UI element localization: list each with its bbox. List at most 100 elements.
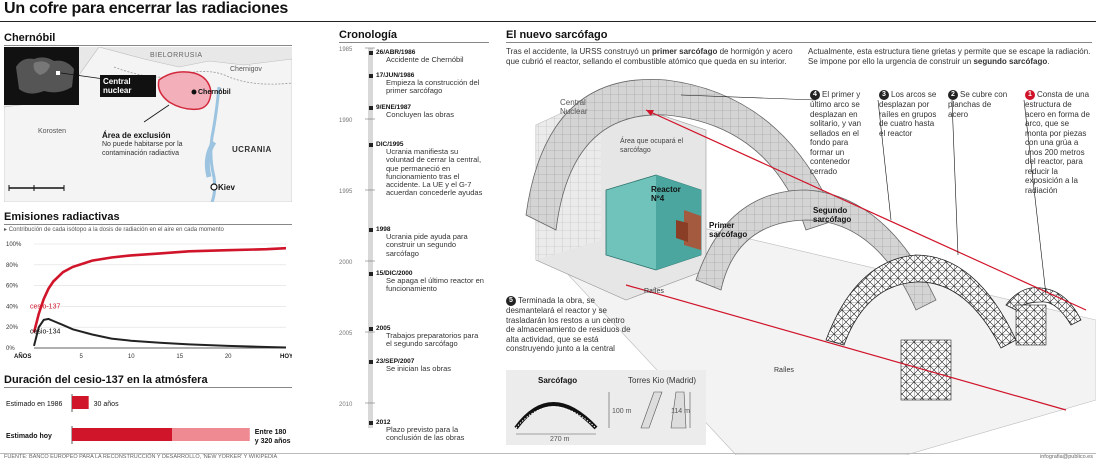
timeline-event-text: Plazo previsto para la conclusión de las… — [386, 425, 465, 443]
bar-category-label: Estimado en 1986 — [6, 401, 63, 408]
bar-value — [72, 428, 172, 441]
timeline-year-label: 2005 — [339, 331, 353, 337]
chernobyl-map — [4, 47, 292, 202]
sarcofago-intro-2: Actualmente, esta estructura tiene griet… — [808, 47, 1093, 66]
step-number-badge: 1 — [1025, 90, 1035, 100]
label-sarc-railes2: Raíles — [774, 367, 794, 374]
series-label-cesio-137: cesio-137 — [30, 303, 60, 310]
compare-width1: 270 m — [550, 436, 570, 443]
map-title: Chernóbil — [4, 32, 56, 44]
series-line-cesio-137 — [32, 246, 287, 333]
sarcofago-intro-1: Tras el accidente, la URSS construyó un … — [506, 47, 796, 66]
intro1-a: Tras el accidente, la URSS construyó un — [506, 47, 652, 56]
timeline-event-text: Se inician las obras — [386, 364, 452, 373]
compare-drawing — [514, 391, 691, 435]
label-sarc-area: Área que ocupará el sarcófago — [620, 138, 684, 154]
compare-sarcofago-label: Sarcófago — [538, 376, 578, 385]
exclusion-zone — [157, 71, 212, 111]
footer-rule — [0, 453, 1096, 454]
central-nuclear-text: Central nuclear — [103, 77, 132, 95]
step-text: Los arcos se desplazan por raíles en gru… — [879, 90, 937, 138]
timeline-dot — [369, 228, 373, 232]
step-number-badge: 3 — [879, 90, 889, 100]
y-tick-label: 80% — [6, 263, 19, 269]
cronologia-axis: 1985 1990 1995 2000 2005 2010 — [339, 47, 375, 428]
timeline-event-date: 2005 — [376, 325, 391, 332]
sarcofago-rule — [506, 42, 1092, 43]
timeline-dot — [369, 143, 373, 147]
label-sarc-central: Central Nuclear — [560, 98, 588, 116]
step-text: Se cubre con planchas de acero — [948, 90, 1008, 119]
timeline-year-label: 1985 — [339, 47, 353, 53]
duracion-rule — [4, 387, 292, 388]
timeline-event-date: 23/SEP/2007 — [376, 358, 415, 365]
label-ucrania: UCRANIA — [232, 145, 272, 154]
series-label-cesio-134: cesio-134 — [30, 328, 60, 335]
compare-torres-label: Torres Kio (Madrid) — [628, 376, 697, 385]
timeline-event-date: 1998 — [376, 226, 391, 233]
label-chernigov: Chernigov — [230, 66, 262, 73]
timeline-year-label: 2010 — [339, 402, 353, 408]
label-bielorrusia: BIELORRUSIA — [150, 52, 203, 59]
x-start-label: AÑOS — [14, 353, 31, 360]
bar-data-label: 30 años — [94, 401, 119, 408]
label-exclusion-desc: No puede habitarse por la contaminación … — [102, 141, 183, 157]
timeline-year-label: 1990 — [339, 118, 353, 124]
bar-value — [72, 396, 89, 409]
step-text: Consta de una estructura de acero en for… — [1025, 90, 1090, 195]
footer-credit: infografia@publico.es — [1040, 454, 1093, 460]
bar-data-label: Entre 180 — [255, 429, 287, 436]
label-korosten: Korosten — [38, 128, 67, 135]
timeline-event-date: 9/ENE/1987 — [376, 104, 412, 111]
y-tick-label: 100% — [6, 242, 22, 248]
series-line-cesio-134 — [33, 317, 287, 349]
compare-height1: 100 m — [612, 408, 632, 415]
title-rule — [0, 21, 1096, 22]
timeline-year-label: 1995 — [339, 189, 353, 195]
y-tick-label: 0% — [6, 346, 15, 352]
timeline-event-text: Trabajos preparatorios para el segundo s… — [386, 331, 479, 349]
step-text: El primer y último arco se desplazan en … — [810, 90, 862, 176]
intro1-c: de hormigón y acero que cubrió el reacto… — [506, 47, 793, 66]
timeline-dot — [369, 360, 373, 364]
timeline-dot — [369, 51, 373, 55]
step-text: Terminada la obra, se desmantelará el re… — [506, 296, 631, 353]
y-tick-label: 60% — [6, 284, 19, 290]
y-tick-label: 40% — [6, 304, 19, 310]
emisiones-title: Emisiones radiactivas — [4, 211, 120, 223]
x-tick-label: 5 — [79, 354, 83, 360]
label-exclusion-title: Área de exclusión — [102, 131, 171, 140]
timeline-event-text: Ucrania pide ayuda para construir un seg… — [386, 232, 468, 258]
cronologia-title: Cronología — [339, 29, 398, 41]
timeline-event-date: 26/ABR/1986 — [376, 49, 416, 56]
timeline-bar — [368, 48, 373, 428]
timeline-dot — [369, 421, 373, 425]
timeline-dot — [369, 327, 373, 331]
x-tick-label: 20 — [225, 354, 232, 360]
label-kiev: Kiev — [218, 183, 235, 192]
timeline-event-text: Empieza la construcción del primer sarcó… — [386, 78, 480, 96]
bar-category-label: Estimado hoy — [6, 433, 52, 440]
label-sarc-reactor: Reactor Nº4 — [651, 185, 681, 203]
emisiones-subtitle-text: Contribución de cada isótopo a la dosis … — [8, 227, 224, 233]
timeline-event-date: 2012 — [376, 419, 391, 426]
timeline-event-date: DIC/1995 — [376, 141, 404, 148]
sarcofago-title: El nuevo sarcófago — [506, 29, 608, 41]
step-number-badge: 5 — [506, 296, 516, 306]
timeline-year-label: 2000 — [339, 260, 353, 266]
step-number-badge: 4 — [810, 90, 820, 100]
cronologia-rule — [339, 42, 489, 43]
